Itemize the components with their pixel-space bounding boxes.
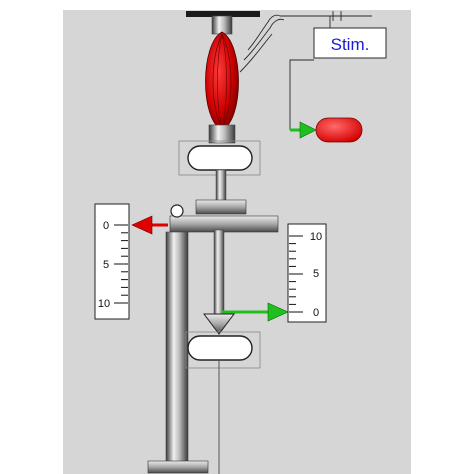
right-scale-tick-10: 10	[310, 231, 322, 243]
connector-rod	[215, 169, 227, 203]
support-column	[165, 231, 189, 463]
right-scale: 10 5 0	[287, 223, 327, 323]
displacement-arrow	[222, 302, 289, 322]
stimulator-lead	[289, 59, 314, 130]
stimulator-label: Stim.	[331, 35, 370, 54]
left-scale: 0 5 10	[94, 203, 130, 320]
right-scale-ticks	[289, 235, 303, 313]
pointer-rod	[213, 229, 225, 315]
left-scale-tick-5: 5	[103, 259, 109, 271]
stimulating-wires	[239, 11, 372, 73]
left-scale-ticks	[114, 224, 128, 304]
left-scale-tick-10: 10	[98, 298, 110, 310]
upper-white-pad	[187, 145, 253, 171]
lower-white-pad	[187, 335, 253, 361]
pivot-pin-top	[170, 204, 184, 218]
lever-arrow	[131, 215, 168, 235]
platform-block	[195, 199, 247, 215]
electrode-icon	[315, 117, 363, 143]
top-clamp-post	[211, 15, 233, 35]
electrode-arrow	[290, 121, 317, 139]
left-scale-tick-0: 0	[103, 220, 109, 232]
lower-clamp	[208, 124, 236, 144]
right-scale-tick-5: 5	[313, 268, 319, 280]
tension-pointer	[203, 313, 235, 335]
right-scale-tick-0: 0	[313, 307, 319, 319]
top-clamp-bar	[186, 11, 260, 17]
lever-arm	[169, 215, 279, 233]
lower-window-frame	[185, 331, 261, 369]
stimulator-box-icon: Stim.	[313, 27, 387, 59]
column-base	[147, 460, 209, 474]
